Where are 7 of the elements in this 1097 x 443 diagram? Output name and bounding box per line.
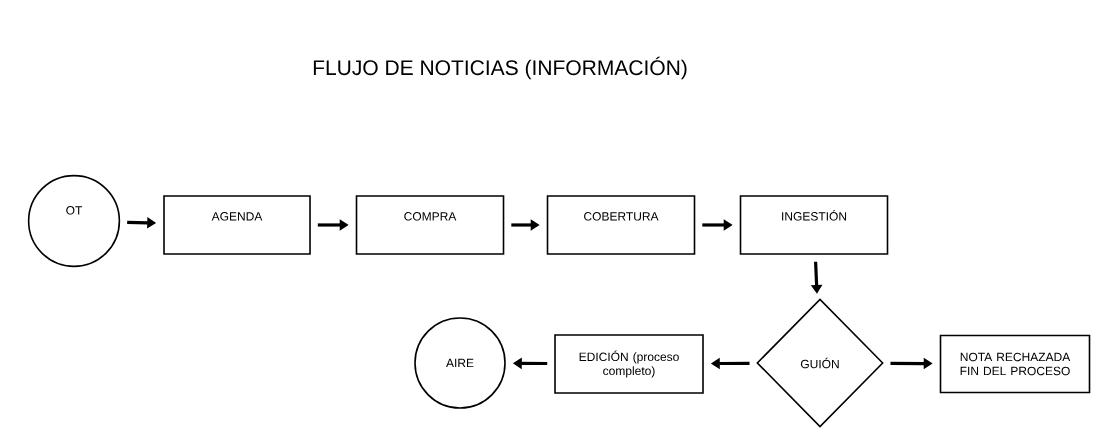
process-box: NOTA RECHAZADA FIN DEL PROCESO bbox=[939, 334, 1091, 394]
process-box: COMPRA bbox=[355, 195, 505, 255]
process-box: EDICIÓN (proceso completo) bbox=[554, 334, 704, 394]
process-box: INGESTIÓN bbox=[739, 195, 889, 255]
process-box: AGENDA bbox=[163, 195, 311, 255]
title: FLUJO DE NOTICIAS (INFORMACIÓN) bbox=[313, 56, 687, 80]
process-box: COBERTURA bbox=[546, 195, 696, 255]
